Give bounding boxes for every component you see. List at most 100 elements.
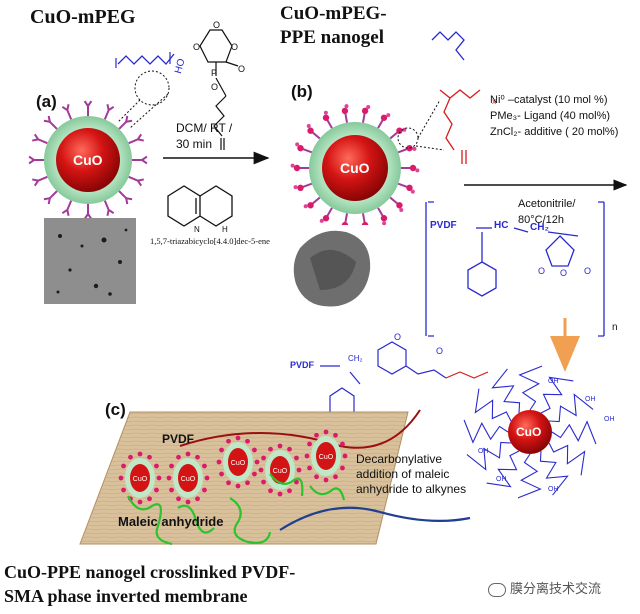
mini-nanogel: CuO xyxy=(216,435,260,489)
step2-solvent2: 80°C/12h xyxy=(518,214,564,226)
tem-dots-a xyxy=(56,228,128,296)
step1-line1: DCM/ RT / xyxy=(176,121,233,135)
crosslink-blue xyxy=(279,506,471,531)
step1-conditions: DCM/ RT / 30 min xyxy=(176,120,232,152)
green-anhydride-chains xyxy=(127,473,346,546)
cuo-core-a xyxy=(56,128,120,192)
polymer-o1: O xyxy=(538,266,546,276)
nanogel-ligand xyxy=(293,182,313,192)
mini-cuo-label: CuO xyxy=(181,476,196,483)
svg-text:O: O xyxy=(238,64,245,74)
polymer-o3: O xyxy=(584,266,592,276)
catalyst-name: 1,5,7-triazabicyclo[4.4.0]dec-5-ene xyxy=(150,236,270,246)
ligand xyxy=(103,104,115,120)
cuo-core-product xyxy=(508,410,552,454)
ligand xyxy=(83,204,93,220)
oh-1: OH xyxy=(548,378,559,385)
cyclic-phosphate-reagent xyxy=(199,29,239,150)
nanogel-ligand xyxy=(303,196,321,209)
peg-branch xyxy=(548,442,586,476)
ligand xyxy=(83,100,93,116)
peg-branch xyxy=(517,453,542,499)
peg-branch xyxy=(463,419,509,444)
cuo-core-b xyxy=(322,135,388,201)
nanogel-ligand xyxy=(377,113,391,129)
step2-cond2: PMe₃- Ligand (40 mol%) xyxy=(490,110,611,122)
ligand xyxy=(61,104,73,120)
step2-solvent: Acetonitrile/ 80°C/12h xyxy=(518,196,575,228)
oh-3: OH xyxy=(604,416,615,423)
nanogel-ligand xyxy=(389,127,407,140)
polymer-pvdf: PVDF xyxy=(430,220,457,231)
product-linker xyxy=(445,371,489,379)
nanogel-ligand xyxy=(397,182,415,194)
maleic-anhydride-label: Maleic anhydride xyxy=(118,514,224,529)
tbd-n-label: N xyxy=(194,225,200,234)
ligand xyxy=(128,175,144,187)
panel-label-c: (c) xyxy=(105,400,126,419)
peg-branch xyxy=(518,365,543,411)
polymer-hc: HC xyxy=(494,220,509,231)
watermark: 膜分离技术交流 xyxy=(488,578,601,597)
wechat-icon xyxy=(488,582,506,597)
product-o2: O xyxy=(436,346,444,356)
peg-branch xyxy=(551,420,597,445)
reaction-note-line2: addition of maleic xyxy=(356,467,450,481)
peg-branch xyxy=(549,393,594,423)
svg-text:P: P xyxy=(211,68,217,78)
cuo-label-b: CuO xyxy=(340,160,370,176)
mpeg-zoom-callout xyxy=(117,70,170,129)
svg-text:O: O xyxy=(231,42,238,52)
mini-nanogel: CuO xyxy=(304,429,348,483)
branched-peg xyxy=(463,365,597,499)
peg-branch xyxy=(486,450,520,488)
mini-nanogel: CuO xyxy=(258,443,302,497)
caption-line1: CuO-PPE nanogel crosslinked PVDF- xyxy=(4,562,296,582)
mpeg-ligands xyxy=(28,100,148,220)
nanogel-ligand xyxy=(401,164,420,173)
watermark-text: 膜分离技术交流 xyxy=(510,581,602,596)
nanogel-ligand xyxy=(389,196,404,212)
ligand xyxy=(43,115,58,130)
figure-caption: CuO-PPE nanogel crosslinked PVDF- SMA ph… xyxy=(4,560,295,608)
nanogel-ligand xyxy=(290,163,309,172)
ligand xyxy=(43,190,58,205)
product-o1: O xyxy=(394,332,402,342)
peg-branch xyxy=(539,451,569,496)
ligand xyxy=(28,155,44,165)
peg-branch xyxy=(474,388,512,422)
mini-cuo-label: CuO xyxy=(273,468,288,475)
oh-4: OH xyxy=(478,448,489,455)
panel-label-b: (b) xyxy=(291,82,313,101)
mpeg-brackets xyxy=(115,52,171,68)
ppe-chain-b xyxy=(439,89,481,164)
title-nanogel-line2: PPE nanogel xyxy=(280,27,384,48)
ligand xyxy=(118,190,133,205)
product-ch2: CH₂ xyxy=(348,354,363,363)
mini-nanogel: CuO xyxy=(166,451,210,505)
membrane-pvdf-label: PVDF xyxy=(162,432,195,446)
chain-subscript: x xyxy=(492,97,496,106)
polymer-n: n xyxy=(612,322,618,333)
step2-solvent1: Acetonitrile/ xyxy=(518,198,576,210)
cuo-label-a: CuO xyxy=(73,152,103,168)
caption-line2: SMA phase inverted membrane xyxy=(4,586,248,606)
polymer-ch2: CH₂ xyxy=(530,222,549,233)
ligand xyxy=(32,175,48,187)
step2-cond3: ZnCl₂- additive ( 20 mol%) xyxy=(490,126,619,138)
nanogel-ligand xyxy=(397,144,417,154)
tbd-catalyst-structure xyxy=(167,185,233,227)
tem-texture-b xyxy=(310,249,356,290)
nanogel-ligand xyxy=(319,207,333,223)
title-nanogel: CuO-mPEG- PPE nanogel xyxy=(280,2,387,50)
cuo-label-product: CuO xyxy=(516,425,542,439)
polymer-o2: O xyxy=(560,268,568,278)
nanogel-ligand xyxy=(295,142,313,154)
panel-label-a: (a) xyxy=(36,92,57,111)
nanogel-ligand xyxy=(341,104,349,123)
title-nanogel-line1: CuO-mPEG- xyxy=(280,3,387,24)
nanogel-ligand xyxy=(322,110,333,129)
